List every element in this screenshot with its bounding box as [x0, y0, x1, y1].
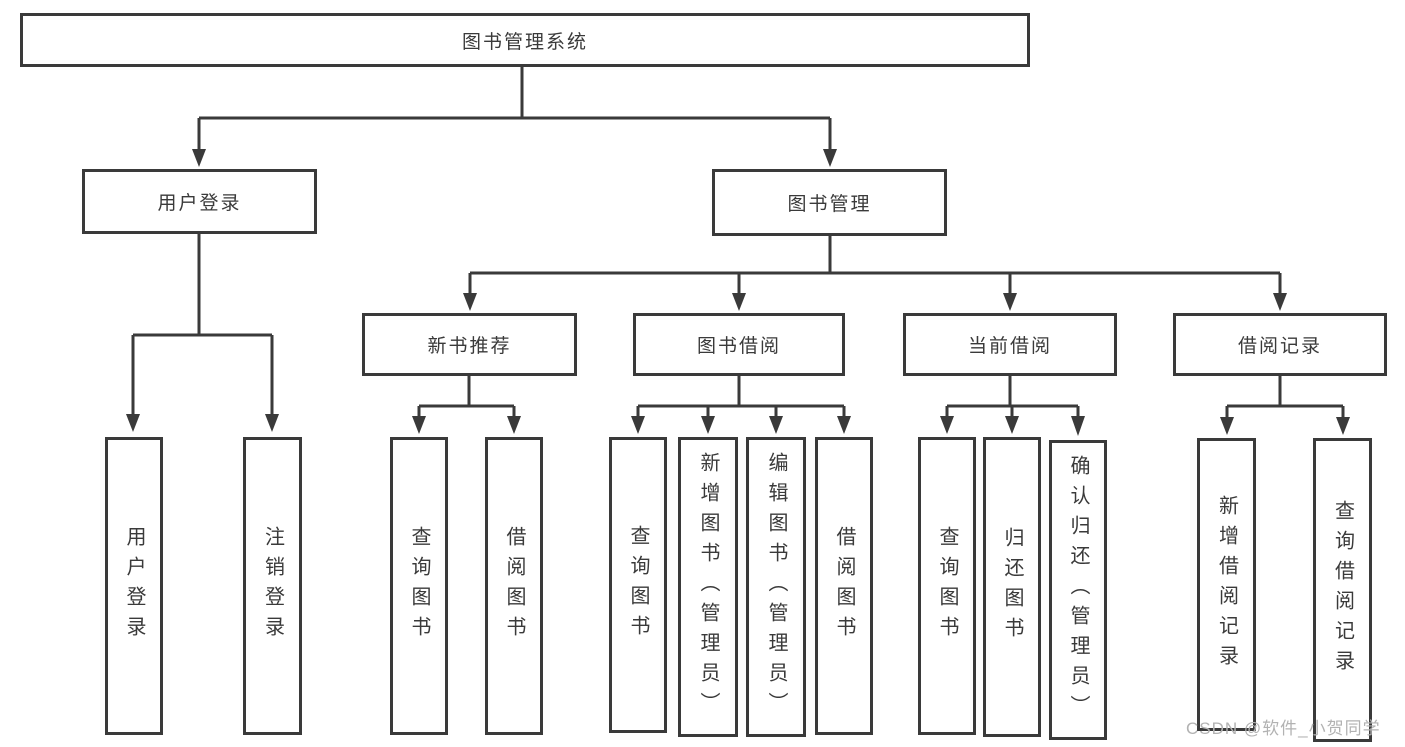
- leaf-query-book-borrow-label: 查询图书: [627, 525, 649, 645]
- arrowheads: [126, 149, 1350, 436]
- node-current-borrow-label: 当前借阅: [967, 336, 1052, 357]
- leaf-query-book-recommend: 查询图书: [390, 437, 448, 735]
- node-library-system-label: 图书管理系统: [461, 31, 588, 53]
- node-book-borrow-label: 图书借阅: [696, 336, 781, 357]
- leaf-query-borrow-record-label: 查询借阅记录: [1331, 500, 1354, 680]
- node-borrow-records-label: 借阅记录: [1237, 336, 1322, 357]
- leaf-confirm-return-admin: 确认归还（管理员）: [1049, 440, 1107, 740]
- leaf-edit-book-admin-label: 编辑图书（管理员）: [765, 452, 787, 722]
- leaf-add-book-admin: 新增图书（管理员）: [678, 437, 738, 737]
- leaf-query-book-current-label: 查询图书: [936, 526, 958, 646]
- leaf-borrow-book-recommend-label: 借阅图书: [503, 526, 525, 646]
- leaf-logout-label: 注销登录: [261, 526, 284, 646]
- node-library-system: 图书管理系统: [20, 13, 1030, 67]
- leaf-add-borrow-record-label: 新增借阅记录: [1215, 494, 1238, 675]
- node-user-login: 用户登录: [82, 169, 317, 234]
- node-borrow-records: 借阅记录: [1173, 313, 1387, 376]
- leaf-logout: 注销登录: [243, 437, 302, 735]
- connector-paths: [131, 67, 1345, 418]
- node-new-book-recommend-label: 新书推荐: [427, 336, 512, 357]
- leaf-user-login: 用户登录: [105, 437, 163, 735]
- leaf-borrow-book-label: 借阅图书: [833, 526, 855, 646]
- leaf-query-book-borrow: 查询图书: [609, 437, 667, 733]
- node-new-book-recommend: 新书推荐: [362, 313, 577, 376]
- leaf-add-book-admin-label: 新增图书（管理员）: [697, 452, 719, 722]
- leaf-return-book: 归还图书: [983, 437, 1041, 737]
- watermark: CSDN @软件_小贺同学: [1186, 719, 1381, 738]
- node-user-login-label: 用户登录: [157, 193, 242, 214]
- leaf-add-borrow-record: 新增借阅记录: [1197, 438, 1256, 731]
- leaf-edit-book-admin: 编辑图书（管理员）: [746, 437, 806, 737]
- node-current-borrow: 当前借阅: [903, 313, 1117, 376]
- leaf-query-borrow-record: 查询借阅记录: [1313, 438, 1372, 742]
- leaf-borrow-book: 借阅图书: [815, 437, 873, 735]
- leaf-borrow-book-recommend: 借阅图书: [485, 437, 543, 735]
- leaf-confirm-return-admin-label: 确认归还（管理员）: [1067, 455, 1089, 725]
- node-book-management-label: 图书管理: [787, 194, 872, 215]
- leaf-query-book-recommend-label: 查询图书: [408, 526, 430, 646]
- leaf-user-login-label: 用户登录: [123, 526, 145, 646]
- node-book-management: 图书管理: [712, 169, 947, 236]
- leaf-query-book-current: 查询图书: [918, 437, 976, 735]
- node-book-borrow: 图书借阅: [633, 313, 845, 376]
- leaf-return-book-label: 归还图书: [1001, 527, 1023, 647]
